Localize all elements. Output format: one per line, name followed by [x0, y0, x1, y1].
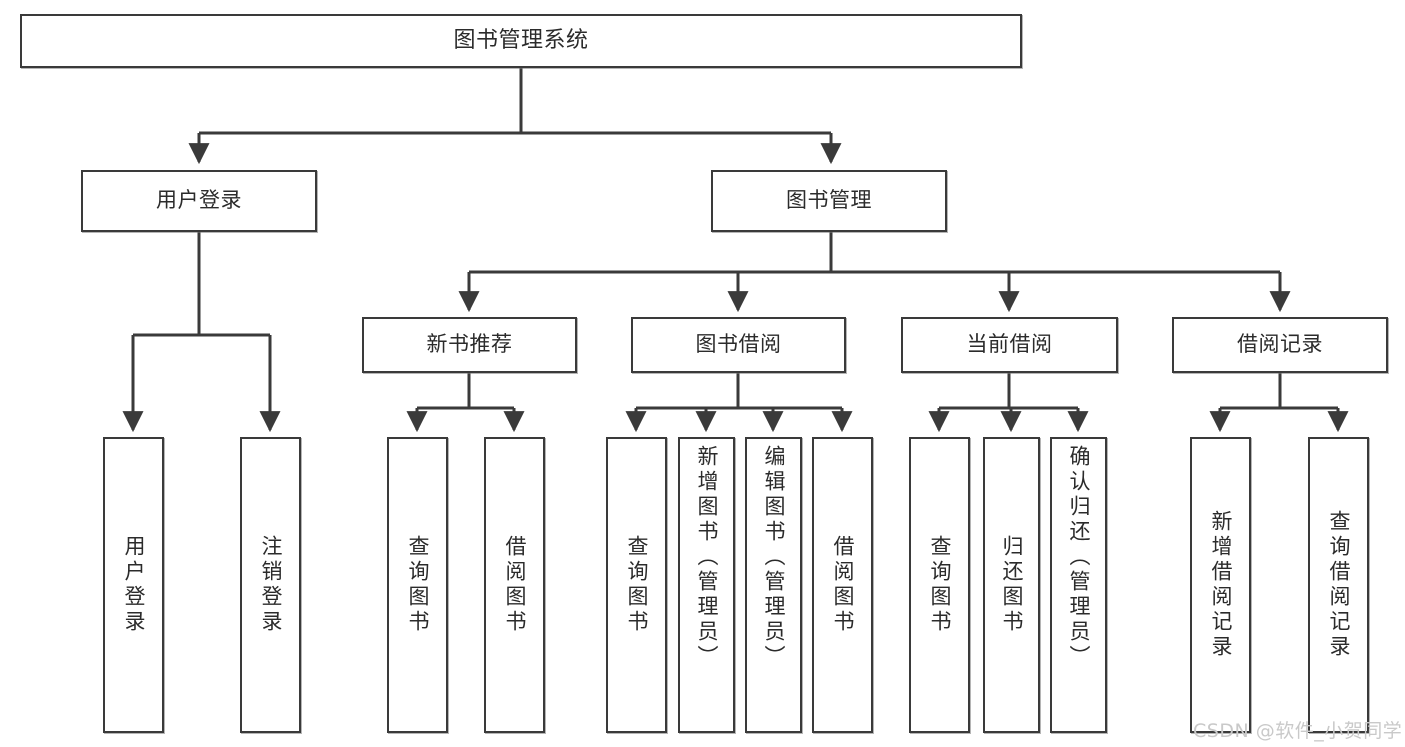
leaf-logout-label: 注销登录	[259, 535, 283, 635]
node-root-label: 图书管理系统	[453, 27, 589, 53]
leaf-return-book[interactable]: 归还图书	[983, 437, 1040, 733]
leaf-confirm-return-admin-label: 确认归还（管理员）	[1067, 445, 1091, 670]
node-borrow-records[interactable]: 借阅记录	[1172, 317, 1388, 373]
node-new-book-recommend[interactable]: 新书推荐	[362, 317, 577, 373]
node-current-borrow-label: 当前借阅	[966, 332, 1053, 357]
node-new-book-recommend-label: 新书推荐	[426, 332, 513, 357]
leaf-logout[interactable]: 注销登录	[240, 437, 301, 733]
leaf-return-book-label: 归还图书	[1000, 535, 1024, 635]
leaf-query-borrow-record[interactable]: 查询借阅记录	[1308, 437, 1369, 733]
node-book-management[interactable]: 图书管理	[711, 170, 947, 232]
leaf-edit-book-admin-label: 编辑图书（管理员）	[762, 445, 786, 670]
leaf-query-book-borrow-label: 查询图书	[625, 535, 649, 635]
leaf-borrow-book-recommend-label: 借阅图书	[503, 535, 527, 635]
node-root[interactable]: 图书管理系统	[20, 14, 1022, 68]
leaf-add-borrow-record[interactable]: 新增借阅记录	[1190, 437, 1251, 733]
leaf-edit-book-admin[interactable]: 编辑图书（管理员）	[745, 437, 802, 733]
leaf-query-borrow-record-label: 查询借阅记录	[1327, 510, 1351, 660]
leaf-query-book-current[interactable]: 查询图书	[909, 437, 970, 733]
leaf-query-book-current-label: 查询图书	[928, 535, 952, 635]
node-book-borrow-label: 图书借阅	[695, 332, 782, 357]
leaf-query-book-recommend[interactable]: 查询图书	[387, 437, 448, 733]
node-user-login[interactable]: 用户登录	[81, 170, 317, 232]
node-borrow-records-label: 借阅记录	[1237, 332, 1323, 357]
leaf-borrow-book-recommend[interactable]: 借阅图书	[484, 437, 545, 733]
leaf-query-book-borrow[interactable]: 查询图书	[606, 437, 667, 733]
leaf-user-login[interactable]: 用户登录	[103, 437, 164, 733]
leaf-add-borrow-record-label: 新增借阅记录	[1209, 510, 1233, 660]
node-book-management-label: 图书管理	[786, 188, 872, 213]
leaf-query-book-recommend-label: 查询图书	[406, 535, 430, 635]
node-book-borrow[interactable]: 图书借阅	[631, 317, 846, 373]
node-user-login-label: 用户登录	[156, 188, 242, 213]
node-current-borrow[interactable]: 当前借阅	[901, 317, 1118, 373]
leaf-borrow-book-label: 借阅图书	[831, 535, 855, 635]
leaf-add-book-admin-label: 新增图书（管理员）	[695, 445, 719, 670]
leaf-add-book-admin[interactable]: 新增图书（管理员）	[678, 437, 735, 733]
csdn-watermark: CSDN @软件_小贺同学	[1193, 720, 1403, 742]
leaf-borrow-book[interactable]: 借阅图书	[812, 437, 873, 733]
leaf-confirm-return-admin[interactable]: 确认归还（管理员）	[1050, 437, 1107, 733]
leaf-user-login-label: 用户登录	[122, 535, 146, 635]
